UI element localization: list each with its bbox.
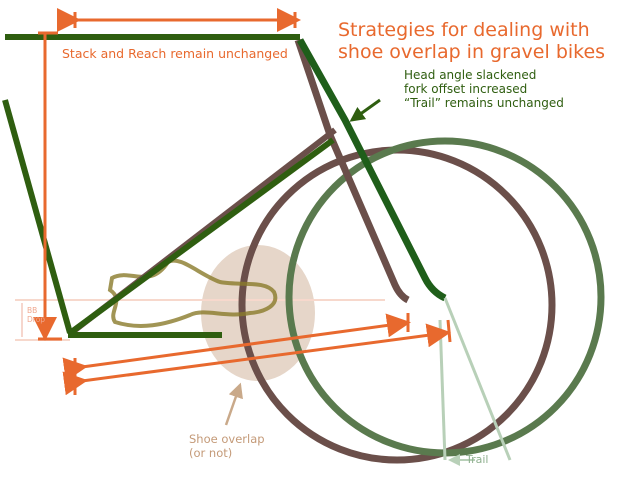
label-line: Shoe overlap [189, 432, 265, 446]
head-angle-arrow [349, 98, 381, 122]
label-line: BB [27, 306, 38, 315]
label-line: (or not) [189, 446, 233, 460]
shoe-overlap-label: Shoe overlap(or not) [189, 432, 265, 460]
shoe-overlap-arrow [224, 382, 243, 426]
note-line: “Trail” remains unchanged [404, 96, 564, 110]
trail-label: Trail [466, 453, 489, 466]
note-line: Head angle slackened [404, 68, 537, 82]
label-line: Drop [27, 315, 46, 324]
trail-line-vertical [438, 319, 447, 461]
slackened-fork [296, 38, 447, 302]
note-line: fork offset increased [404, 82, 528, 96]
down-tube [68, 137, 335, 336]
title-line: shoe overlap in gravel bikes [338, 40, 606, 63]
trail-line-steering [443, 297, 512, 461]
front-center-new [62, 323, 451, 396]
original-fork [294, 38, 410, 304]
title-line: Strategies for dealing with [338, 19, 590, 41]
stack-reach-label: Stack and Reach remain unchanged [62, 46, 288, 61]
seat-tube [2, 99, 73, 334]
